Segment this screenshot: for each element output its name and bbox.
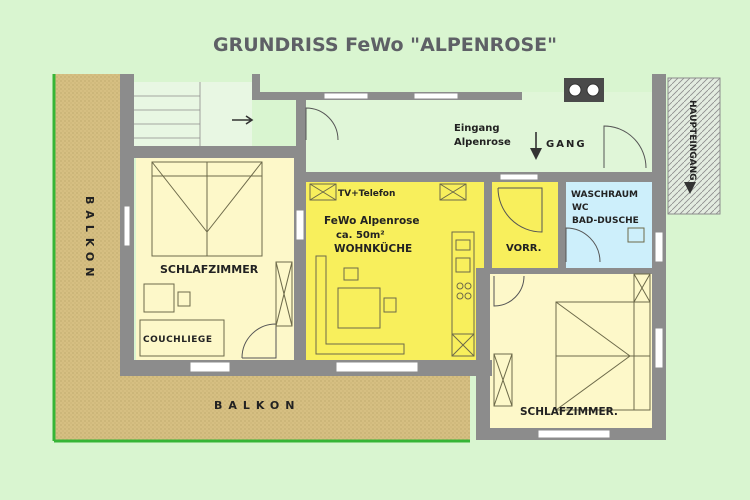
- corridor-label: GANG: [546, 139, 587, 150]
- windows: [123, 92, 664, 439]
- wardrobe-right: [633, 273, 651, 303]
- bed-left: [151, 161, 263, 257]
- fewo-name-label: FeWo Alpenrose: [324, 215, 420, 227]
- tv-label: TV+Telefon: [338, 189, 395, 199]
- hallway-vorr: [490, 182, 560, 268]
- bathroom: [566, 182, 652, 268]
- main-entrance-label: HAUPTEINGANG: [687, 100, 697, 181]
- dining-table: [337, 267, 397, 329]
- wc-label: WC: [572, 203, 589, 213]
- kitchen-unit: [451, 231, 475, 357]
- stair-direction-arrow: [232, 115, 254, 125]
- main-entrance-arrow: [684, 182, 696, 194]
- bedroom-left-label: SCHLAFZIMMER: [160, 263, 259, 276]
- bedroom-left: [136, 156, 294, 360]
- tv-cabinet: [309, 183, 467, 201]
- balcony-bottom-label: BALKON: [214, 399, 301, 412]
- vorr-label: VORR.: [506, 243, 541, 254]
- corridor-area: [306, 92, 656, 174]
- vent-block: [564, 78, 604, 102]
- couch-label: COUCHLIEGE: [143, 335, 212, 345]
- balcony-left-label: BALKON: [83, 196, 96, 283]
- main-entrance-stairs: [667, 77, 721, 215]
- fewo-size-label: ca. 50m²: [336, 230, 385, 241]
- bedroom-right-label: SCHLAFZIMMER.: [520, 406, 618, 418]
- living-kitchen: [306, 182, 486, 360]
- staircase-steps: [134, 82, 201, 148]
- desk-left: [143, 283, 191, 313]
- wohnkueche-label: WOHNKÜCHE: [334, 241, 412, 255]
- balcony-area: [54, 74, 470, 441]
- corner-sofa: [315, 255, 405, 355]
- wardrobe-left: [275, 261, 293, 327]
- entrance-arrow: [530, 148, 542, 160]
- stair-area: [134, 82, 252, 148]
- entrance-label-1: Eingang: [454, 123, 500, 134]
- dresser-right: [493, 353, 513, 407]
- bedroom-right: [490, 272, 652, 428]
- entrance-label-2: Alpenrose: [454, 137, 511, 148]
- waschraum-label: WASCHRAUM: [571, 190, 638, 200]
- couch-left: [139, 319, 225, 357]
- bad-dusche-label: BAD-DUSCHE: [572, 216, 639, 226]
- bed-right: [555, 301, 651, 411]
- bathroom-fixtures: [627, 227, 645, 243]
- plan-title: GRUNDRISS FeWo "ALPENROSE": [213, 34, 557, 56]
